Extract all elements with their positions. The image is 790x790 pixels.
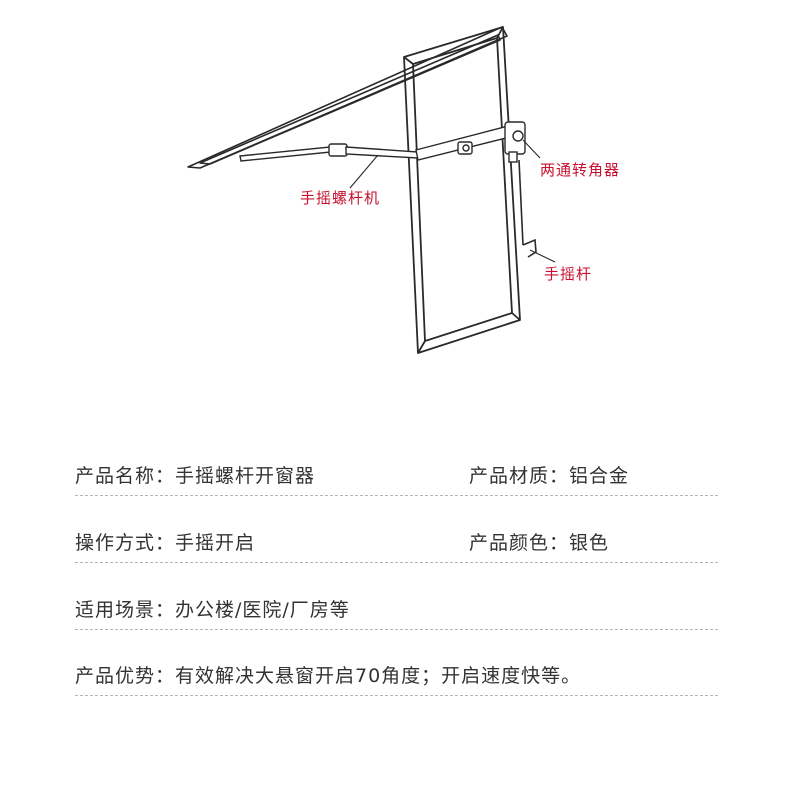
spec-product-name: 产品名称：手摇螺杆开窗器	[75, 465, 316, 487]
spec-row-advantage: 产品优势：有效解决大悬窗开启70角度；开启速度快等。	[75, 655, 718, 696]
window-frame	[403, 26, 521, 354]
callout-hand-crank: 手摇杆	[544, 265, 593, 283]
spec-operation: 操作方式：手摇开启	[75, 532, 256, 554]
leader-lines	[349, 139, 556, 263]
operator-track	[415, 124, 515, 161]
spec-material: 产品材质：铝合金	[469, 465, 630, 487]
callout-worm-operator: 手摇螺杆机	[300, 189, 381, 207]
worm-operator-rod	[239, 143, 419, 162]
corner-drive	[504, 121, 526, 163]
callout-corner-drive: 两通转角器	[540, 161, 621, 179]
spec-row-name-material: 产品名称：手摇螺杆开窗器 产品材质：铝合金	[75, 455, 718, 496]
open-sash	[187, 26, 508, 169]
window-opener-diagram	[187, 26, 556, 354]
spec-scenarios: 适用场景：办公楼/医院/厂房等	[75, 599, 350, 621]
spec-row-operation-color: 操作方式：手摇开启 产品颜色：银色	[75, 522, 718, 563]
spec-color: 产品颜色：银色	[469, 532, 610, 554]
spec-row-scenarios: 适用场景：办公楼/医院/厂房等	[75, 589, 718, 630]
crank-handle	[518, 159, 537, 258]
spec-advantage: 产品优势：有效解决大悬窗开启70角度；开启速度快等。	[75, 665, 582, 687]
